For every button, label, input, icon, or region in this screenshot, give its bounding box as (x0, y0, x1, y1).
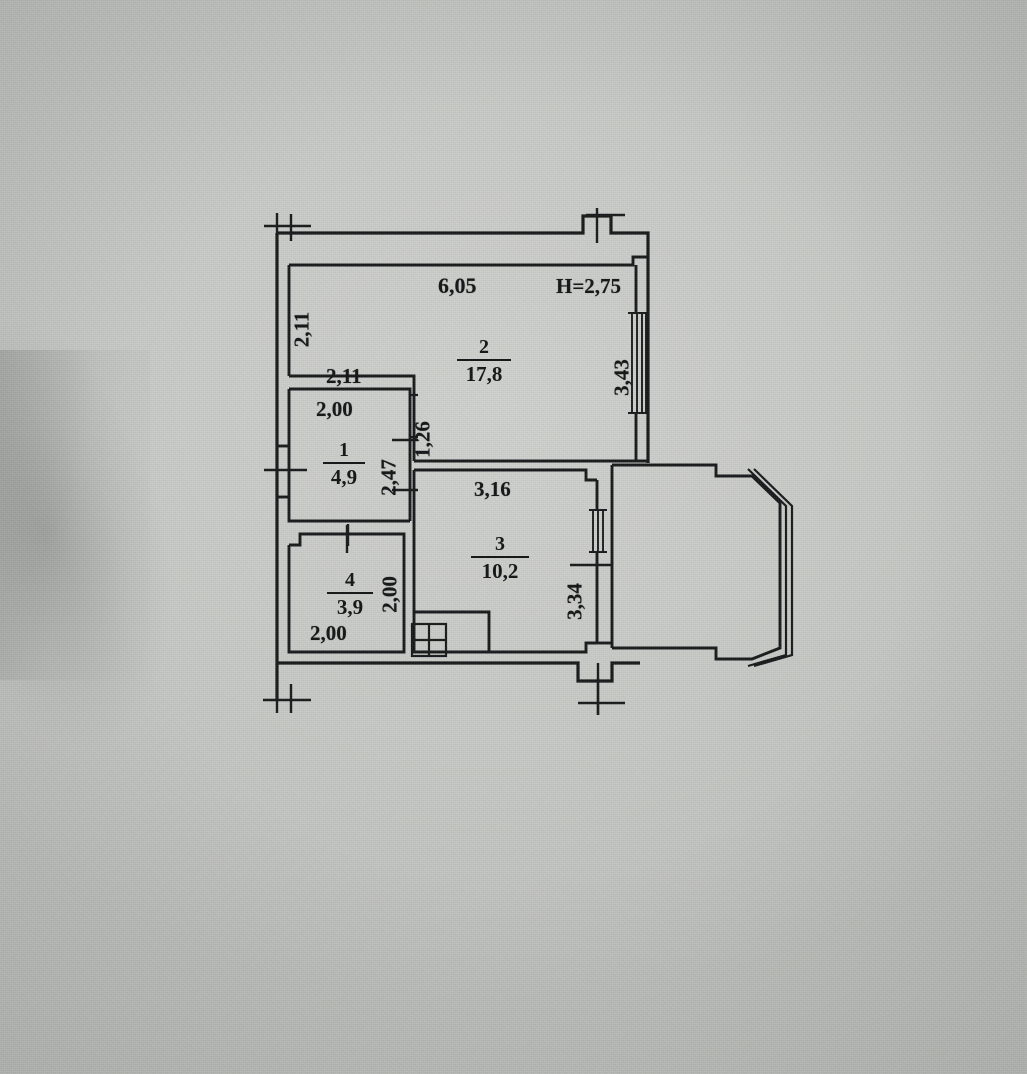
loggia-glazing (747, 468, 794, 668)
room-4-divider (327, 592, 373, 594)
room-2-area: 17,8 (465, 362, 503, 386)
room-1-area: 4,9 (330, 465, 358, 489)
room-1-divider (323, 462, 365, 464)
room-3-divider (471, 556, 529, 558)
dimension-top-main-width: 6,05 (438, 273, 477, 298)
room-4-number: 4 (345, 569, 355, 591)
room-4-walls (287, 532, 406, 654)
room-3-walls (412, 468, 599, 654)
dimension-room3-right-height: 3,34 (562, 583, 587, 620)
ventilation-shaft-icon (410, 622, 448, 658)
room-1-door-ticks (410, 393, 418, 439)
room-2-number: 2 (479, 336, 489, 358)
room-4-area: 3,9 (336, 595, 364, 619)
room-3-area: 10,2 (481, 559, 519, 583)
dimension-room4-bottom-width: 2,00 (310, 621, 347, 645)
room-tag-3: 3 10,2 (466, 534, 534, 582)
dimension-corridor-height: 1,26 (410, 421, 435, 458)
room-tag-1: 1 4,9 (318, 440, 370, 488)
hallway-stub (597, 459, 612, 645)
ceiling-height-label: H=2,75 (556, 274, 622, 298)
dimension-room3-top-width: 3,16 (474, 477, 511, 501)
room-3-number: 3 (495, 533, 505, 555)
window-symbol-upper (628, 312, 648, 414)
dimension-room4-right-height: 2,00 (377, 576, 402, 613)
room-1-number: 1 (339, 439, 349, 461)
room-1-walls (277, 387, 412, 523)
loggia-outline (610, 463, 782, 661)
dimension-left-upper-height: 2,11 (289, 311, 314, 348)
window-symbol-lower (589, 509, 607, 553)
outer-wall (275, 214, 650, 700)
dimension-room1-inner-width: 2,00 (316, 397, 353, 421)
dimension-room1-top-width: 2,11 (326, 364, 362, 388)
dimension-room1-right-height: 2,47 (376, 459, 401, 496)
dimension-room2-right-height: 3,43 (609, 359, 634, 396)
room-tag-4: 4 3,9 (322, 570, 378, 618)
room-tag-2: 2 17,8 (452, 337, 516, 385)
room-2-divider (457, 359, 511, 361)
